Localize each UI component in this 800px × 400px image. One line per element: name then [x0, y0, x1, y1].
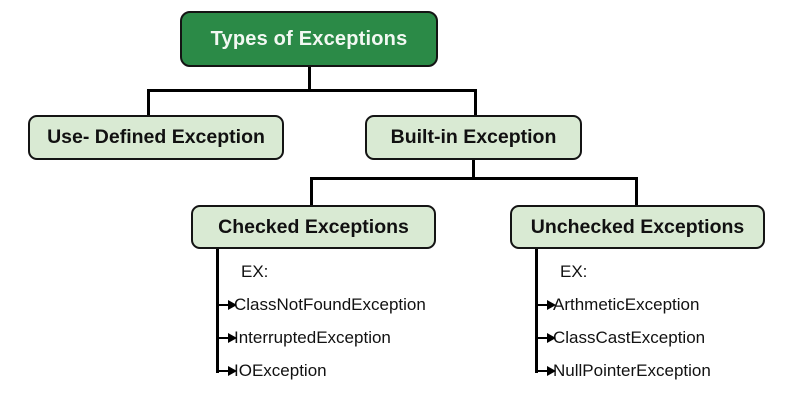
arrow-right-icon [535, 333, 556, 342]
node-unchecked-exceptions: Unchecked Exceptions [510, 205, 765, 249]
node-user-defined-exception-label: Use- Defined Exception [47, 126, 265, 148]
node-unchecked-exceptions-label: Unchecked Exceptions [530, 215, 745, 238]
connector-checked-drop [310, 177, 313, 206]
checked-example-label: EX: [241, 262, 269, 281]
connector-checked-list-spine [216, 248, 219, 373]
connector-user-defined-drop [147, 89, 150, 117]
connector-root-down [308, 66, 311, 91]
arrow-right-icon [535, 300, 556, 309]
connector-built-in-down [472, 158, 475, 179]
node-built-in-exception: Built-in Exception [365, 115, 582, 160]
checked-list-item: ClassNotFoundException [216, 293, 426, 317]
connector-built-in-drop [474, 89, 477, 117]
connector-level1-horizontal [147, 89, 477, 92]
unchecked-list-item: ClassCastException [535, 326, 705, 350]
connector-level2-horizontal [310, 177, 638, 180]
node-user-defined-exception: Use- Defined Exception [28, 115, 284, 160]
checked-list-item: InterruptedException [216, 326, 391, 350]
node-built-in-exception-label: Built-in Exception [390, 126, 557, 148]
arrow-right-icon [216, 366, 237, 375]
arrow-right-icon [216, 333, 237, 342]
arrow-right-icon [216, 300, 237, 309]
node-checked-exceptions: Checked Exceptions [191, 205, 436, 249]
unchecked-list-item: NullPointerException [535, 359, 711, 383]
checked-list-item-label: InterruptedException [234, 328, 391, 347]
connector-unchecked-list-spine [535, 248, 538, 373]
node-types-of-exceptions: Types of Exceptions [180, 11, 438, 67]
connector-unchecked-drop [635, 177, 638, 206]
unchecked-list-item-label: NullPointerException [553, 361, 711, 380]
unchecked-list-item: ArthmeticException [535, 293, 699, 317]
checked-list-item-label: ClassNotFoundException [234, 295, 426, 314]
checked-list-item: IOException [216, 359, 327, 383]
unchecked-list-item-label: ClassCastException [553, 328, 706, 347]
checked-list-item-label: IOException [234, 361, 327, 380]
node-checked-exceptions-label: Checked Exceptions [218, 215, 409, 238]
arrow-right-icon [535, 366, 556, 375]
node-types-of-exceptions-label: Types of Exceptions [210, 27, 408, 50]
unchecked-example-label: EX: [560, 262, 588, 281]
unchecked-list-item-label: ArthmeticException [553, 295, 700, 314]
